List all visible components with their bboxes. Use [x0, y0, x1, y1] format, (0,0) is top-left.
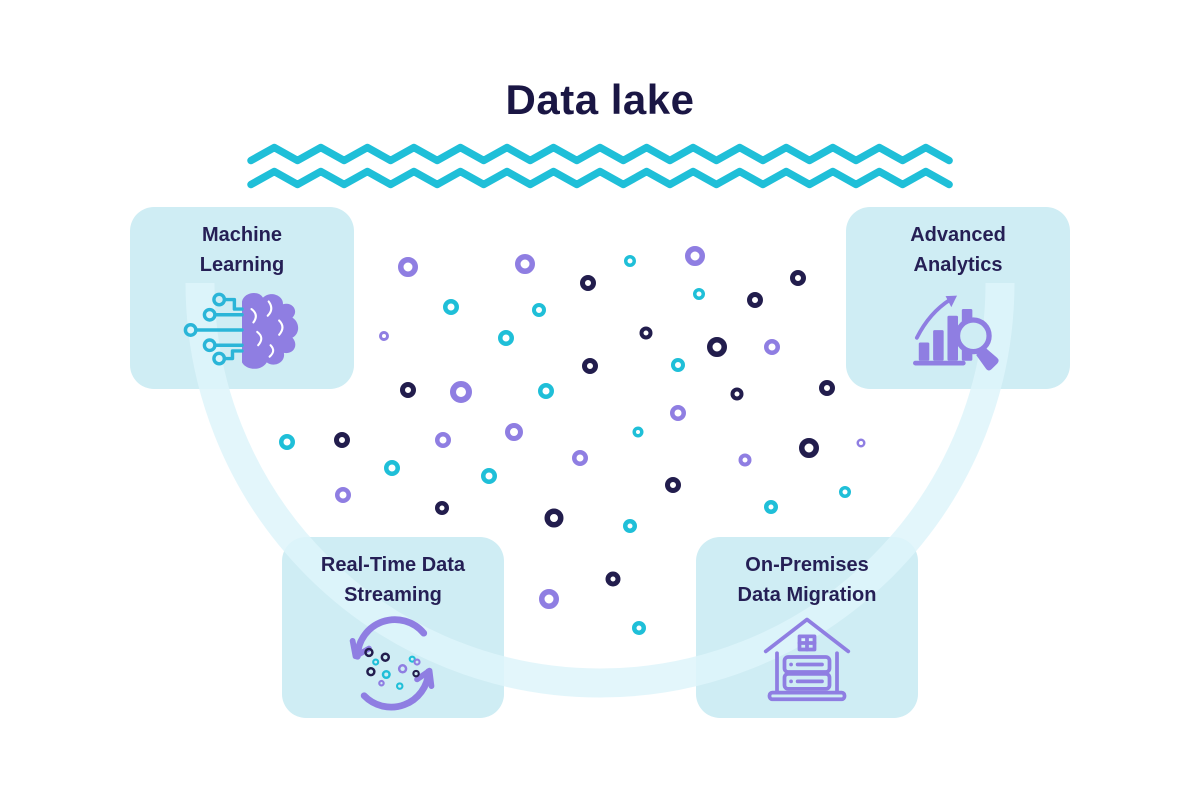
data-dot [435, 432, 451, 448]
data-dot [790, 270, 806, 286]
data-dot [400, 382, 416, 398]
circular-refresh-arrows-icon [349, 616, 435, 711]
data-dot [532, 303, 546, 317]
data-dot [799, 438, 819, 458]
card-title-line2: Streaming [344, 584, 442, 606]
data-dot [582, 358, 598, 374]
data-dot [819, 380, 835, 396]
data-dot [693, 288, 705, 300]
data-dot [685, 246, 705, 266]
data-dot [515, 254, 535, 274]
data-dot [334, 432, 350, 448]
data-dot [747, 292, 763, 308]
warehouse-servers-icon [763, 617, 851, 702]
card-title-line2: Data Migration [737, 584, 877, 606]
card-title-line1: Advanced [910, 224, 1006, 246]
data-dot [707, 337, 727, 357]
data-dot [839, 486, 851, 498]
data-dot [730, 387, 744, 401]
data-dot [538, 383, 554, 399]
data-dot [498, 330, 514, 346]
data-dot [572, 450, 588, 466]
data-dot [856, 438, 866, 448]
data-dot [639, 326, 653, 340]
data-dot [505, 423, 523, 441]
data-dot [624, 255, 636, 267]
data-dot [670, 405, 686, 421]
data-dot [671, 358, 685, 372]
water-waves-icon [247, 143, 953, 189]
data-dot [623, 519, 637, 533]
data-dot [335, 487, 351, 503]
card-title-line1: On-Premises [745, 554, 869, 576]
data-dot [738, 453, 752, 467]
card-title-line1: Machine [201, 224, 282, 246]
data-dot [398, 257, 418, 277]
data-dot [665, 477, 681, 493]
data-dot [632, 426, 644, 438]
card-title-line1: Real-Time Data [320, 554, 466, 576]
data-dot [580, 275, 596, 291]
data-dot [384, 460, 400, 476]
bar-chart-magnifier-icon [913, 295, 999, 371]
data-dot [481, 468, 497, 484]
data-dot [764, 339, 780, 355]
data-dot [435, 501, 449, 515]
data-dot [443, 299, 459, 315]
data-dot [450, 381, 472, 403]
data-dot [544, 508, 564, 528]
data-dot [632, 621, 646, 635]
card-title-line2: Analytics [913, 254, 1003, 276]
data-dot [764, 500, 778, 514]
card-title-line2: Learning [199, 254, 285, 276]
data-dot [539, 589, 559, 609]
data-dot [279, 434, 295, 450]
page-title: Data lake [505, 76, 695, 123]
data-dot [605, 571, 621, 587]
brain-circuit-icon [183, 292, 299, 369]
data-dot [379, 331, 389, 341]
